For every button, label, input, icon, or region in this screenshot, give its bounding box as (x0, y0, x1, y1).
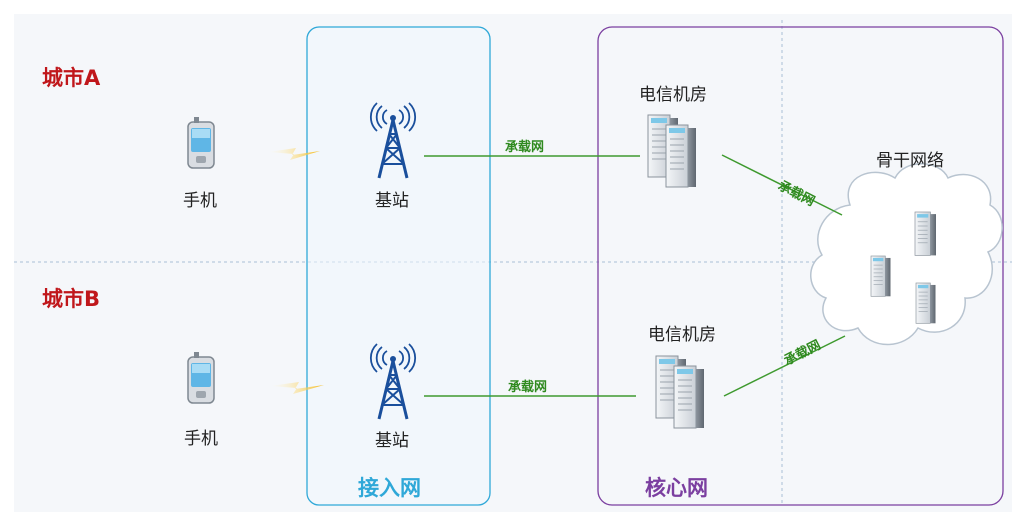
core-network-zone (597, 26, 1004, 506)
phone-a-label: 手机 (183, 191, 217, 211)
server-room-b-label: 电信机房 (648, 325, 716, 345)
bearer-core-link-a (721, 154, 843, 216)
city-a-label: 城市A (42, 66, 101, 90)
backbone-label: 骨干网络 (876, 151, 944, 171)
access-network-zone (306, 26, 491, 506)
base-station-b-label: 基站 (375, 431, 409, 451)
bearer-b-label: 承载网 (508, 380, 548, 395)
server-room-a-label: 电信机房 (639, 85, 707, 105)
wireless-signal-icon (268, 148, 320, 160)
phone-b-label: 手机 (184, 429, 218, 449)
access-network-label: 接入网 (358, 476, 421, 500)
phone-icon (187, 116, 215, 169)
core-network-label: 核心网 (645, 476, 708, 500)
wireless-signal-icon (270, 382, 324, 394)
city-b-label: 城市B (42, 287, 101, 311)
backbone-cloud-icon (809, 163, 1003, 346)
phone-icon (187, 351, 215, 404)
bearer-a-label: 承载网 (505, 140, 545, 155)
bearer-core-link-b (723, 335, 846, 397)
base-station-a-label: 基站 (375, 191, 409, 211)
